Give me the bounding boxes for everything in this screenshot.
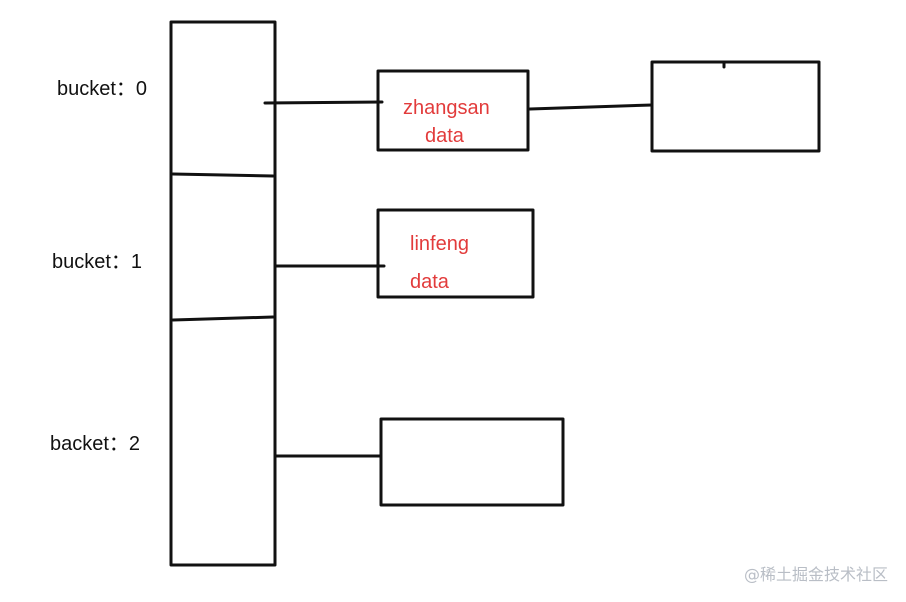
watermark: @稀土掘金技术社区 xyxy=(744,565,888,584)
node-linfeng-value: data xyxy=(410,271,450,293)
bucket-array xyxy=(169,20,277,567)
node-empty-chain-0 xyxy=(650,60,821,153)
bucket-0-pointer xyxy=(263,100,384,105)
node-zhangsan-next-pointer xyxy=(528,103,654,111)
bucket-divider-1-2 xyxy=(171,315,275,322)
node-zhangsan-key: zhangsan xyxy=(403,97,490,119)
bucket-divider-0-1 xyxy=(171,172,275,178)
node-empty-bucket-2 xyxy=(379,417,565,507)
node-zhangsan xyxy=(376,69,530,152)
bucket-label-0: bucket：0 xyxy=(57,78,147,100)
node-linfeng xyxy=(376,208,535,299)
bucket-label-2: backet：2 xyxy=(50,433,140,455)
node-zhangsan-value: data xyxy=(425,125,465,147)
node-linfeng-key: linfeng xyxy=(410,233,469,255)
bucket-label-1: bucket：1 xyxy=(52,251,142,273)
